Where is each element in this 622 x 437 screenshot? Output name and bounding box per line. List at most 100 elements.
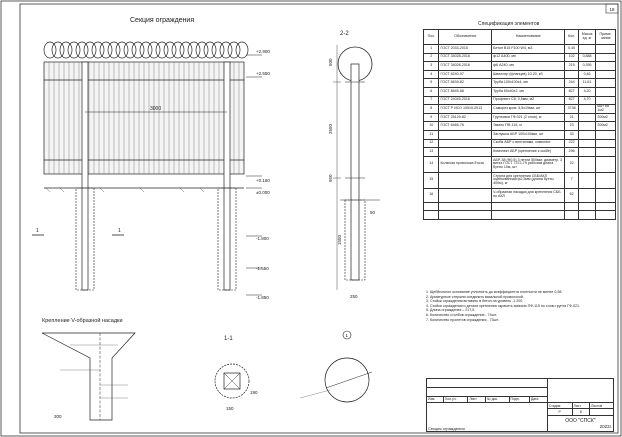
spec-cell [564,201,579,212]
spec-cell: АБР-38 (Ф0.5) 3 петли 500мм, диаметр, 3 … [491,155,566,173]
sheet-number-box [605,3,619,14]
spec-cell: 5 [422,78,440,88]
spec-cell: ГОСТ 24045-2016 [438,95,493,106]
spec-header-designation: Обозначение [438,29,493,45]
spec-cell: ГОСТ 8240-97 [438,69,493,80]
spec-cell: 3738 [564,104,579,114]
spec-cell: 102 [564,52,579,63]
spec-cell [577,171,597,189]
spec-cell [422,210,440,220]
spec-cell: ГОСТ 34028-2016 [438,61,493,71]
elevation-foundation: -1.800 [256,236,269,241]
spec-cell: 222 [564,138,579,149]
elevation-footing: -1.550 [256,266,269,271]
spec-cell [577,155,597,173]
spec-cell [577,138,597,149]
section-mark-left: 1 [36,228,39,234]
spec-cell [595,187,616,203]
spec-cell [595,78,616,88]
spec-header-name: Наименование [491,29,566,45]
corrugation-lines [48,62,240,174]
spec-cell: 4,70 [577,95,597,106]
spec-cell [438,187,493,203]
spec-cell: 9 [422,112,440,123]
spec-cell: 33 [564,129,579,140]
post-section [223,372,241,390]
spec-cell: Эмаль ПФ-115, кг [491,121,566,131]
spec-cell [595,155,616,173]
spec-cell [564,69,579,80]
foundation-right [217,187,237,291]
post-side [350,63,360,281]
dim-1550: 1550 [337,234,342,245]
note-item: 6. Количество столбов ограждения - 74шт. [426,312,497,317]
dim-950: 950 [328,174,333,182]
spec-cell [438,129,493,140]
spec-cell [438,138,493,149]
spec-cell: Скоба АБР с вентилями, комплект [491,138,566,149]
fence-post-left [81,61,89,291]
stamp-sheet-value: 8 [571,408,591,417]
spec-cell: 0,395 [577,61,597,71]
spec-cell [577,147,597,157]
spec-cell: 827 [564,86,579,97]
inner-frame [19,3,619,434]
spec-cell: ГОСТ 8645-68 [438,86,493,97]
spec-cell: 7 [564,171,579,189]
spec-cell: 13 [422,147,440,157]
spec-cell [595,44,616,54]
spec-cell: 14 [422,155,440,173]
spec-cell: Труба 60х40х2, мп [491,86,566,97]
dim-300: 300 [54,414,62,419]
spec-cell [438,171,493,189]
spec-cell [595,129,616,140]
spec-cell: 23 [564,121,579,131]
spec-cell: 12 [422,138,440,149]
spec-cell: Швеллер (фланцев) 10-20, кб [491,69,566,80]
spec-cell [577,121,597,131]
spec-cell: 15 [422,171,440,189]
spec-cell: 0,46 [577,69,597,80]
stamp-stage-label: Стадия [546,401,573,410]
title-block: Изм. Кол.уч. Лист № док. Подп. Дата Секц… [425,378,615,433]
section-title: Секция ограждения [130,17,194,24]
spec-cell: 6шт на 1м2 [595,104,616,114]
spec-header-note: Приме-чание [595,29,616,45]
spec-row [422,210,616,220]
fence-post-right [223,61,231,291]
spec-cell: ГОСТ 8639-82 [438,78,493,88]
spec-cell [577,210,597,220]
spec-cell [577,201,597,212]
callout-circle [342,330,352,340]
spec-cell: ф6 А240, мп [491,61,566,71]
spec-cell [438,210,493,220]
spec-cell: 16 [422,187,440,203]
view-22-title: 2-2 [340,31,349,37]
spec-cell: 7 [422,95,440,106]
spec-cell [595,147,616,157]
spec-cell [595,52,616,63]
spec-cell: 8 [422,104,440,114]
view22-dim-lines [333,45,341,290]
spec-cell: 200м2 [595,112,616,123]
note-item: 5. Длина ограждения – 217,5. [426,308,476,313]
spec-cell: ф12 А400, мп [491,52,566,63]
elevation-rail: +2.550 [256,71,270,76]
spec-cell [577,187,597,203]
spec-cell: 21 [564,112,579,123]
dim-190: 190 [250,390,258,395]
stamp-year: 2022г. [599,424,612,430]
spec-cell [595,138,616,149]
barbed-wire-coils [43,41,249,59]
